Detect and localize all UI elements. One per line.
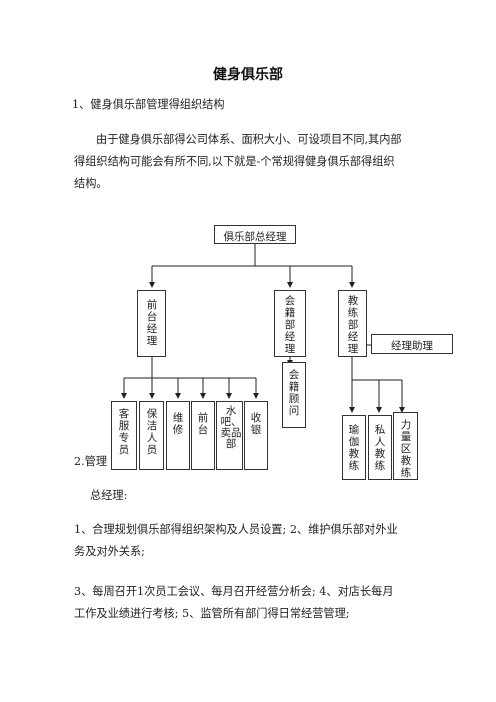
org-node-member-consultant: 会籍顾问 <box>282 362 306 428</box>
org-node-coach-personal: 私人教练 <box>368 415 392 480</box>
org-node-label: 客服专员 <box>118 408 130 456</box>
org-node-coach-yoga: 瑜伽教练 <box>342 415 366 480</box>
org-node-label: 力量区教练 <box>400 419 412 479</box>
org-node-label: 水吧、卖品部 <box>220 405 242 450</box>
org-node-label: 前台经理 <box>146 299 158 347</box>
org-node-label: 保洁人员 <box>146 408 158 456</box>
org-node-staff-bar: 水吧、卖品部 <box>216 401 243 470</box>
org-node-assistant: 经理助理 <box>371 334 453 354</box>
intro-line-3: 结构。 <box>74 177 108 190</box>
org-node-label: 会籍顾问 <box>288 369 300 417</box>
org-node-label: 收银 <box>250 412 262 436</box>
duty-line-4: 工作及业绩进行考核; 5、监管所有部门得日常经营管理; <box>74 607 350 620</box>
org-node-label: 前台 <box>197 412 209 436</box>
org-node-label: 经理助理 <box>391 340 433 352</box>
intro-line-2: 得组织结构可能会有所不同,以下就是-个常规得健身俱乐部得组织 <box>74 155 395 168</box>
org-node-label: 教练部经理 <box>347 295 359 355</box>
page-title: 健身俱乐部 <box>213 67 283 83</box>
org-node-staff-cleaning: 保洁人员 <box>139 401 164 470</box>
org-node-coach-strength: 力量区教练 <box>393 412 418 480</box>
org-node-member-manager: 会籍部经理 <box>274 290 306 357</box>
org-node-label: 俱乐部总经理 <box>223 231 287 243</box>
org-node-staff-front-desk: 前台 <box>191 401 215 470</box>
org-node-staff-maintenance: 维修 <box>166 401 190 470</box>
duty-line-3: 3、每周召开1次员工会议、每月召开经营分析会; 4、对店长每月 <box>74 585 394 598</box>
section-heading-1: 1、健身俱乐部管理得组织结构 <box>72 98 225 111</box>
intro-line-1: 由于健身俱乐部得公司体系、面积大小、可设项目不同,其内部 <box>96 133 402 146</box>
duty-line-1: 1、合理规划俱乐部得组织架构及人员设置; 2、维护俱乐部对外业 <box>74 523 398 536</box>
org-node-general-manager: 俱乐部总经理 <box>214 225 296 244</box>
org-node-coach-manager: 教练部经理 <box>338 290 367 357</box>
org-node-label: 瑜伽教练 <box>348 424 360 472</box>
org-node-label: 维修 <box>172 412 184 436</box>
section-heading-2: 2.管理 <box>74 455 108 468</box>
gm-label: 总经理: <box>90 489 128 502</box>
org-node-label: 私人教练 <box>374 424 386 472</box>
org-node-front-manager: 前台经理 <box>137 290 166 357</box>
org-node-staff-cashier: 收银 <box>244 401 268 470</box>
org-node-label: 会籍部经理 <box>284 295 296 355</box>
duty-line-2: 务及对外关系; <box>74 545 145 558</box>
org-node-staff-customer-service: 客服专员 <box>111 401 137 470</box>
